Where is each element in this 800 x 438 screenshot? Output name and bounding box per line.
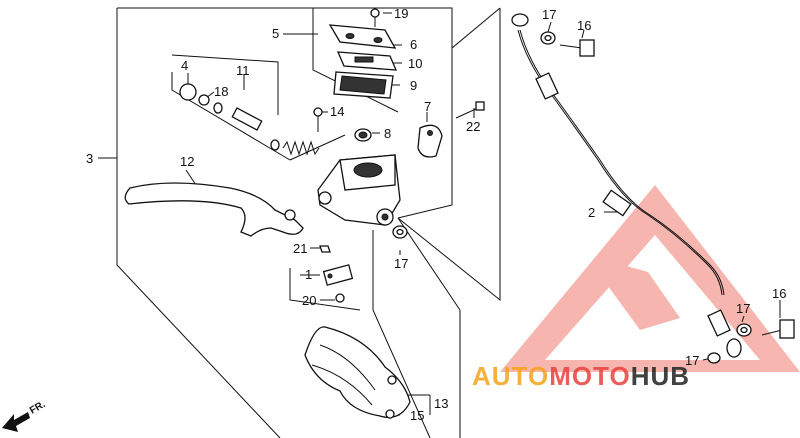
svg-text:AUTOMOTOHUB: AUTOMOTOHUB xyxy=(472,361,690,391)
callout-3: 3 xyxy=(86,151,93,166)
bolt-22-icon xyxy=(455,101,485,119)
callout-14: 14 xyxy=(330,104,344,119)
callout-16-bottom: 16 xyxy=(772,286,786,301)
brake-lever-icon xyxy=(124,182,304,237)
reservoir-cap-icon xyxy=(328,24,397,49)
callout-6: 6 xyxy=(410,37,417,52)
watermark-part-auto: AUTO xyxy=(472,361,549,391)
reservoir-plate-icon xyxy=(336,51,398,71)
callout-18: 18 xyxy=(214,84,228,99)
reservoir-diaphragm-icon xyxy=(333,71,394,99)
banjo-bolt-top-icon xyxy=(559,39,595,57)
watermark-part-hub: HUB xyxy=(631,361,690,391)
callout-22: 22 xyxy=(466,119,480,134)
assembly-frame-lines xyxy=(116,7,501,438)
hose-washer-top-icon xyxy=(540,31,556,45)
switch-screw-icon xyxy=(335,293,345,303)
master-cylinder-body-icon xyxy=(317,154,401,226)
callout-9: 9 xyxy=(410,78,417,93)
watermark-text: AUTOMOTOHUB xyxy=(472,361,690,391)
callout-19: 19 xyxy=(394,6,408,21)
callout-17-lower: 17 xyxy=(685,353,699,368)
callout-17-cylinder: 17 xyxy=(394,256,408,271)
watermark-part-moto: MOTO xyxy=(549,361,631,391)
callout-20: 20 xyxy=(302,293,316,308)
screw-14-icon xyxy=(313,107,323,132)
cap-screw-icon xyxy=(370,8,380,27)
callout-15: 15 xyxy=(410,408,424,423)
brake-switch-icon xyxy=(322,264,354,286)
callout-16-top: 16 xyxy=(577,18,591,33)
callout-1: 1 xyxy=(305,267,312,282)
banjo-bolt-bottom-icon xyxy=(761,319,795,339)
callout-13: 13 xyxy=(434,396,448,411)
callout-2: 2 xyxy=(588,205,595,220)
callout-5: 5 xyxy=(272,26,279,41)
callout-10: 10 xyxy=(408,56,422,71)
front-direction-arrow-icon: FR. xyxy=(2,399,48,432)
callout-17-bottom: 17 xyxy=(736,301,750,316)
callout-21: 21 xyxy=(293,241,307,256)
callout-labels: 1 2 3 4 5 6 7 8 9 10 11 12 13 14 15 16 1… xyxy=(86,6,786,423)
brake-hose-icon xyxy=(511,13,742,358)
hand-guard-icon xyxy=(304,326,411,419)
callout-4: 4 xyxy=(181,58,188,73)
callout-11: 11 xyxy=(236,63,250,78)
clamp-bracket-icon xyxy=(417,124,443,158)
callout-8: 8 xyxy=(384,126,391,141)
boot-8-icon xyxy=(354,128,372,142)
hose-washer-bottom-icon xyxy=(707,323,752,364)
front-direction-label: FR. xyxy=(28,399,48,417)
callout-7: 7 xyxy=(424,99,431,114)
nut-21-icon xyxy=(319,245,331,253)
callout-17-top: 17 xyxy=(542,7,556,22)
piston-kit-icon xyxy=(179,83,320,156)
callout-12: 12 xyxy=(180,154,194,169)
watermark-logo-icon xyxy=(500,185,800,372)
sealing-washer-icon xyxy=(392,225,408,239)
